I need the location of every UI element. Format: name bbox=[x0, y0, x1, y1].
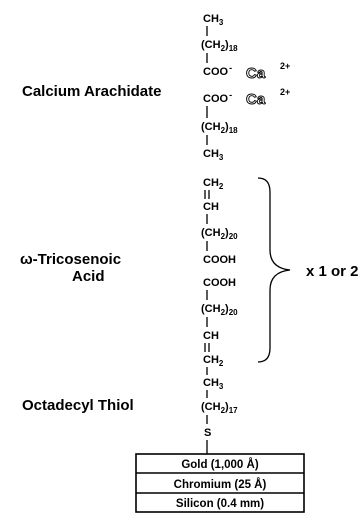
calcium-charge-top: 2+ bbox=[280, 61, 290, 71]
top-methyl-group: CH3 bbox=[203, 13, 224, 27]
substrate-stack: Gold (1,000 Å) Chromium (25 Å) Silicon (… bbox=[135, 453, 305, 513]
carboxylate-bottom: COO- bbox=[203, 90, 232, 105]
gold-layer-label: Gold (1,000 Å) bbox=[181, 458, 258, 471]
calcium-ion-bottom: Ca bbox=[246, 91, 266, 108]
curly-brace-icon bbox=[257, 177, 291, 363]
thiol-methyl-group: CH3 bbox=[203, 377, 224, 391]
octadecyl-thiol-segment: CH3 Octadecyl Thiol (CH2)17 S bbox=[22, 367, 238, 454]
calcium-ion-top: Ca bbox=[246, 65, 266, 82]
bottom-methyl-group: CH3 bbox=[203, 148, 224, 162]
methylene-chain-20-top: (CH2)20 bbox=[201, 227, 238, 241]
carboxylate-top: COO- bbox=[203, 63, 232, 78]
methylene-chain-18-top: (CH2)18 bbox=[201, 39, 238, 53]
calcium-arachidate-segment: CH3 (CH2)18 COO- Ca 2+ Calcium Arachidat… bbox=[22, 13, 290, 162]
chromium-layer-label: Chromium (25 Å) bbox=[174, 478, 267, 491]
vinyl-ch-bottom: CH bbox=[203, 330, 219, 342]
repeat-bracket: x 1 or 2 bbox=[257, 177, 359, 363]
carboxylic-acid-bottom: COOH bbox=[203, 277, 236, 289]
methylene-chain-17: (CH2)17 bbox=[201, 401, 238, 415]
substrate-frame bbox=[135, 453, 305, 513]
vinyl-ch2-bottom: CH2 bbox=[203, 354, 224, 368]
calcium-charge-bottom: 2+ bbox=[280, 87, 290, 97]
silicon-layer-label: Silicon (0.4 mm) bbox=[176, 498, 264, 510]
carboxylic-acid-top: COOH bbox=[203, 254, 236, 266]
vinyl-ch2-top: CH2 bbox=[203, 177, 224, 191]
octadecyl-thiol-label: Octadecyl Thiol bbox=[22, 397, 134, 414]
vinyl-ch-top: CH bbox=[203, 201, 219, 213]
methylene-chain-18-bottom: (CH2)18 bbox=[201, 121, 238, 135]
tricosenoic-acid-segment: CH2 CH (CH2)20 COOH ω-Tricosenoic Acid C… bbox=[20, 177, 238, 368]
calcium-arachidate-label: Calcium Arachidate bbox=[22, 83, 162, 100]
tricosenoic-acid-label-line2: Acid bbox=[72, 268, 105, 285]
repeat-multiplier-label: x 1 or 2 bbox=[306, 263, 359, 280]
methylene-chain-20-bottom: (CH2)20 bbox=[201, 303, 238, 317]
tricosenoic-acid-label-line1: ω-Tricosenoic bbox=[20, 251, 121, 268]
sulfur-atom: S bbox=[204, 427, 211, 439]
